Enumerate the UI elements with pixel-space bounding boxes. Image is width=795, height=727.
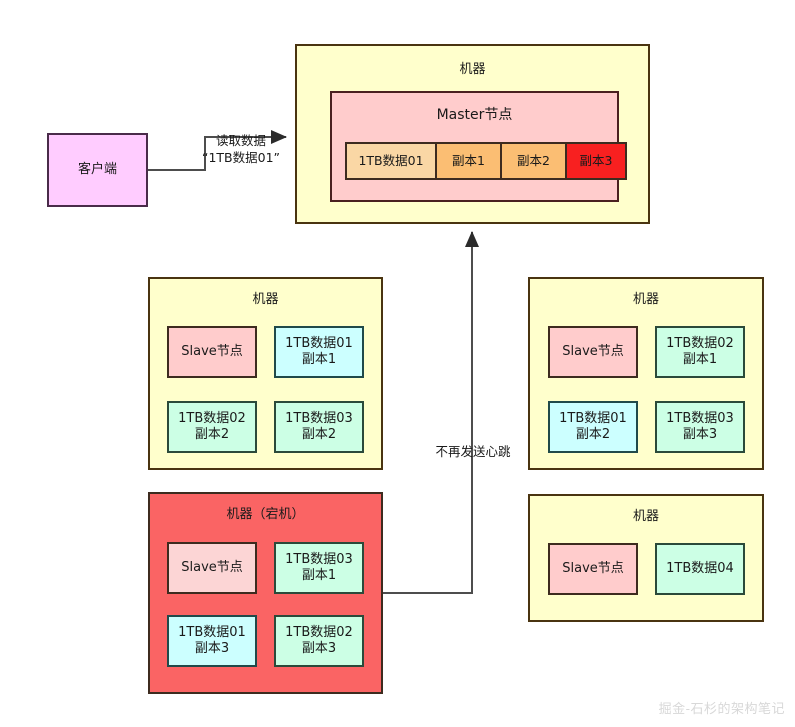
machine-left-middle-block-1[interactable]: 1TB数据01 副本1 bbox=[274, 326, 364, 378]
machine-crashed-block-1[interactable]: 1TB数据03 副本1 bbox=[274, 542, 364, 594]
machine-crashed-block-0[interactable]: Slave节点 bbox=[167, 542, 257, 594]
machine-right-middle-block-2[interactable]: 1TB数据01 副本2 bbox=[548, 401, 638, 453]
machine-right-middle-block-0-label: Slave节点 bbox=[562, 343, 624, 359]
machine-crashed[interactable]: 机器（宕机） Slave节点 1TB数据03 副本1 1TB数据01 副本3 1… bbox=[148, 492, 383, 694]
machine-crashed-block-1-label: 1TB数据03 副本1 bbox=[285, 551, 353, 583]
machine-master-title: 机器 bbox=[459, 62, 486, 77]
replica-cell-1-label: 副本1 bbox=[452, 153, 485, 169]
machine-left-middle-block-1-label: 1TB数据01 副本1 bbox=[285, 335, 353, 367]
edge-heartbeat-stopped bbox=[383, 231, 479, 594]
master-node[interactable]: Master节点 1TB数据01 副本1 副本2 副本3 bbox=[330, 91, 627, 202]
machine-right-middle-block-2-label: 1TB数据01 副本2 bbox=[559, 410, 627, 442]
machine-crashed-block-3-label: 1TB数据02 副本3 bbox=[285, 624, 353, 656]
machine-left-middle-title: 机器 bbox=[252, 292, 279, 307]
replica-cell-1[interactable]: 副本1 bbox=[435, 142, 502, 180]
client-box[interactable]: 客户端 bbox=[47, 133, 148, 207]
master-node-label: Master节点 bbox=[436, 107, 513, 123]
machine-right-middle-block-1[interactable]: 1TB数据02 副本1 bbox=[655, 326, 745, 378]
machine-crashed-block-0-label: Slave节点 bbox=[181, 559, 243, 575]
machine-crashed-block-2-label: 1TB数据01 副本3 bbox=[178, 624, 246, 656]
machine-right-bottom-block-0[interactable]: Slave节点 bbox=[548, 543, 638, 595]
machine-crashed-block-3[interactable]: 1TB数据02 副本3 bbox=[274, 615, 364, 667]
machine-left-middle-block-3[interactable]: 1TB数据03 副本2 bbox=[274, 401, 364, 453]
edge-label-heartbeat-stopped: 不再发送心跳 bbox=[435, 444, 511, 459]
machine-right-bottom-block-1-label: 1TB数据04 bbox=[666, 560, 734, 576]
replica-cell-3[interactable]: 副本3 bbox=[565, 142, 627, 180]
machine-right-middle-block-3[interactable]: 1TB数据03 副本3 bbox=[655, 401, 745, 453]
machine-master[interactable]: 机器 Master节点 1TB数据01 副本1 副本2 副本3 bbox=[295, 44, 650, 224]
machine-right-bottom-block-0-label: Slave节点 bbox=[562, 560, 624, 576]
machine-right-middle-block-3-label: 1TB数据03 副本3 bbox=[666, 410, 734, 442]
machine-left-middle-block-2-label: 1TB数据02 副本2 bbox=[178, 410, 246, 442]
client-label: 客户端 bbox=[77, 161, 117, 177]
machine-right-middle-block-0[interactable]: Slave节点 bbox=[548, 326, 638, 378]
machine-right-middle[interactable]: 机器 Slave节点 1TB数据02 副本1 1TB数据01 副本2 1TB数据… bbox=[528, 277, 764, 470]
machine-left-middle-block-3-label: 1TB数据03 副本2 bbox=[285, 410, 353, 442]
edge-label-client-read: 读取数据 “1TB数据01” bbox=[201, 133, 281, 165]
replica-cell-2-label: 副本2 bbox=[517, 153, 550, 169]
replica-cell-3-label: 副本3 bbox=[579, 153, 613, 169]
machine-left-middle-block-2[interactable]: 1TB数据02 副本2 bbox=[167, 401, 257, 453]
machine-right-bottom-title: 机器 bbox=[632, 509, 659, 524]
machine-crashed-block-2[interactable]: 1TB数据01 副本3 bbox=[167, 615, 257, 667]
machine-left-middle-block-0-label: Slave节点 bbox=[181, 343, 243, 359]
replica-cell-0[interactable]: 1TB数据01 bbox=[345, 142, 437, 180]
machine-right-bottom[interactable]: 机器 Slave节点 1TB数据04 bbox=[528, 494, 764, 622]
machine-right-bottom-block-1[interactable]: 1TB数据04 bbox=[655, 543, 745, 595]
machine-right-middle-block-1-label: 1TB数据02 副本1 bbox=[666, 335, 734, 367]
machine-crashed-title: 机器（宕机） bbox=[226, 507, 305, 522]
replica-cell-0-label: 1TB数据01 bbox=[358, 153, 424, 169]
machine-left-middle[interactable]: 机器 Slave节点 1TB数据01 副本1 1TB数据02 副本2 1TB数据… bbox=[148, 277, 383, 470]
machine-right-middle-title: 机器 bbox=[632, 292, 659, 307]
watermark: 掘金-石杉的架构笔记 bbox=[658, 702, 785, 717]
replica-cell-2[interactable]: 副本2 bbox=[500, 142, 567, 180]
machine-left-middle-block-0[interactable]: Slave节点 bbox=[167, 326, 257, 378]
